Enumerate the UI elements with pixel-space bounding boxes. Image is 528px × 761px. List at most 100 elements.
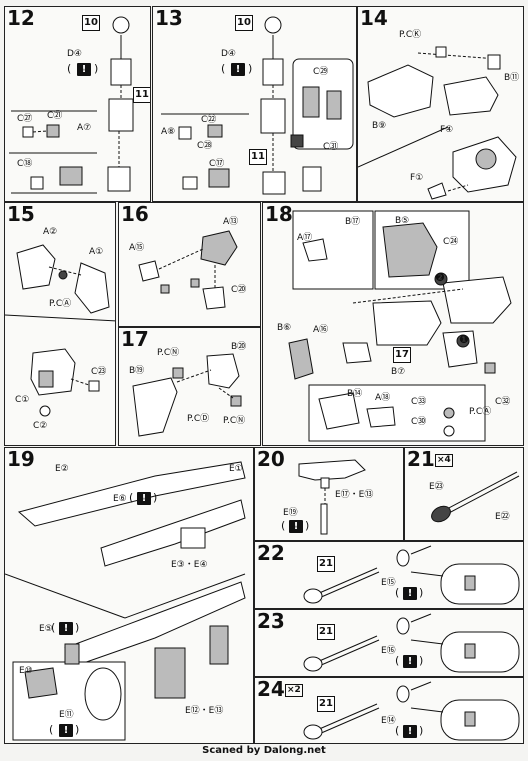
part-label-e6: E⑥ [113,494,127,504]
part-label-b5: B⑤ [395,216,410,226]
step-18-drawing [288,210,512,442]
step-21-panel: 21 ×4 E㉓ E㉒ [404,447,524,541]
step-13-drawing [161,16,354,195]
ref-step-10-box: 10 [235,15,253,31]
step-number: 15 [5,202,37,226]
paren-close: ) [419,724,424,737]
part-label-c24: C㉔ [443,237,459,247]
paren-close: ) [94,62,99,75]
ref-step-11-box: 11 [249,149,267,165]
warning-icon: ! [403,655,417,668]
warning-icon: ! [231,63,245,76]
paren-open: ( [129,491,134,504]
step-12-drawing [9,16,134,194]
paren-open: ( [395,586,400,599]
part-label-c32: C㉜ [495,397,511,407]
part-label-a13: A⑬ [223,217,239,227]
ref-step-21-box: 21 [317,624,335,640]
part-label-e17e13: E⑰・E⑬ [335,490,374,500]
part-label-b14: B⑭ [347,389,363,399]
ref-step-11-box: 11 [133,87,150,103]
part-label-c30: C㉚ [411,417,427,427]
part-label-e11: E⑪ [59,710,74,720]
step-19-drawing [5,461,246,741]
part-label-c20: C⑳ [231,285,247,295]
paren-close: ) [75,621,80,634]
paren-close: ) [248,62,253,75]
part-label-a1: A① [89,247,104,257]
paren-open: ( [395,654,400,667]
part-label-e22: E㉒ [495,512,510,522]
paren-close: ) [75,723,80,736]
step-18-panel: 18 B⑰ B⑤ A⑰ C㉔ ❷ ❶ B⑥ A⑯ 17 [262,202,524,446]
warning-icon: ! [59,724,73,737]
step-20-drawing [298,459,366,535]
part-label-c29: C㉙ [313,67,329,77]
part-label-c18: C⑱ [17,159,33,169]
part-label-c22: C㉒ [201,115,217,125]
part-label-b7: B⑦ [391,367,406,377]
part-label-pca: P.CⒶ [49,299,72,309]
part-label-e19: E⑲ [283,508,298,518]
step-16-drawing [138,230,238,310]
step-number: 22 [255,541,287,565]
part-label-e3e4: E③・E④ [171,560,208,570]
part-label-pca: P.CⒶ [469,407,492,417]
part-label-c1: C① [15,395,30,405]
step-19-panel: 19 E② E① E⑥ ( ! ) E③・E④ E⑤ ( ! ) E⑫・E⑬ E… [4,447,254,744]
part-label-pck: P.CⓀ [399,30,422,40]
step-15-panel: 15 A② A① P.CⒶ C㉓ C① C② [4,202,116,446]
step-24-panel: 24 ×2 21 E⑭ ( ! ) [254,677,524,744]
paren-close: ) [419,654,424,667]
ref-step-21-box: 21 [317,556,335,572]
part-label-c28: C㉘ [197,141,213,151]
step-number: 14 [358,6,390,30]
part-label-b9: B⑨ [372,121,387,131]
quantity-multiplier: ×4 [435,454,453,467]
step-12-panel: 12 10 D④ ( ! ) 11 C㉗ C㉑ A⑦ C⑱ [4,6,151,202]
warning-icon: ! [137,492,151,505]
part-label-f1: F① [410,173,424,183]
part-label-c23: C㉓ [91,367,107,377]
part-label-pcn-bot: P.CⓃ [223,416,246,426]
paren-close: ) [305,519,310,532]
part-label-c21: C㉑ [47,111,63,121]
paren-open: ( [395,724,400,737]
part-label-e14: E⑭ [381,716,396,726]
paren-open: ( [281,519,286,532]
step-number: 13 [153,6,185,30]
paren-close: ) [419,586,424,599]
part-label-a2: A② [43,227,58,237]
part-label-d4: D④ [67,49,82,59]
step-14-drawing [358,46,517,200]
part-label-b6: B⑥ [277,323,292,333]
step-14-panel: 14 P.CⓀ B⑪ B⑨ F④ F① [357,6,524,202]
part-label-e1: E① [229,464,243,474]
step-number: 12 [5,6,37,30]
part-label-pcd: P.CⒹ [187,414,210,424]
part-label-c17: C⑰ [209,159,225,169]
part-label-a7: A⑦ [77,123,92,133]
step-marker-1: ❶ [459,333,469,346]
ref-step-17-box: 17 [393,347,411,363]
step-17-drawing [132,353,242,437]
part-label-e16: E⑯ [381,646,396,656]
part-label-c31: C㉛ [323,142,339,152]
step-number: 17 [119,327,151,351]
part-label-a8: A⑧ [161,127,176,137]
paren-open: ( [67,62,72,75]
part-label-b19: B⑲ [129,366,145,376]
step-24-drawing [303,681,520,741]
part-label-b20: B⑳ [231,342,247,352]
part-label-a16: A⑯ [313,325,329,335]
ref-step-21-box: 21 [317,696,335,712]
step-17-panel: 17 P.CⓃ B⑳ B⑲ P.CⒹ P.CⓃ [118,327,261,446]
part-label-c27: C㉗ [17,114,33,124]
step-15-drawing [5,244,115,417]
part-label-a18: A⑱ [375,393,391,403]
warning-icon: ! [59,622,73,635]
step-13-panel: 13 10 D④ ( ! ) C㉙ C㉒ A⑧ C㉘ C⑰ [152,6,357,202]
step-number: 21 [405,447,437,471]
paren-open: ( [51,621,56,634]
